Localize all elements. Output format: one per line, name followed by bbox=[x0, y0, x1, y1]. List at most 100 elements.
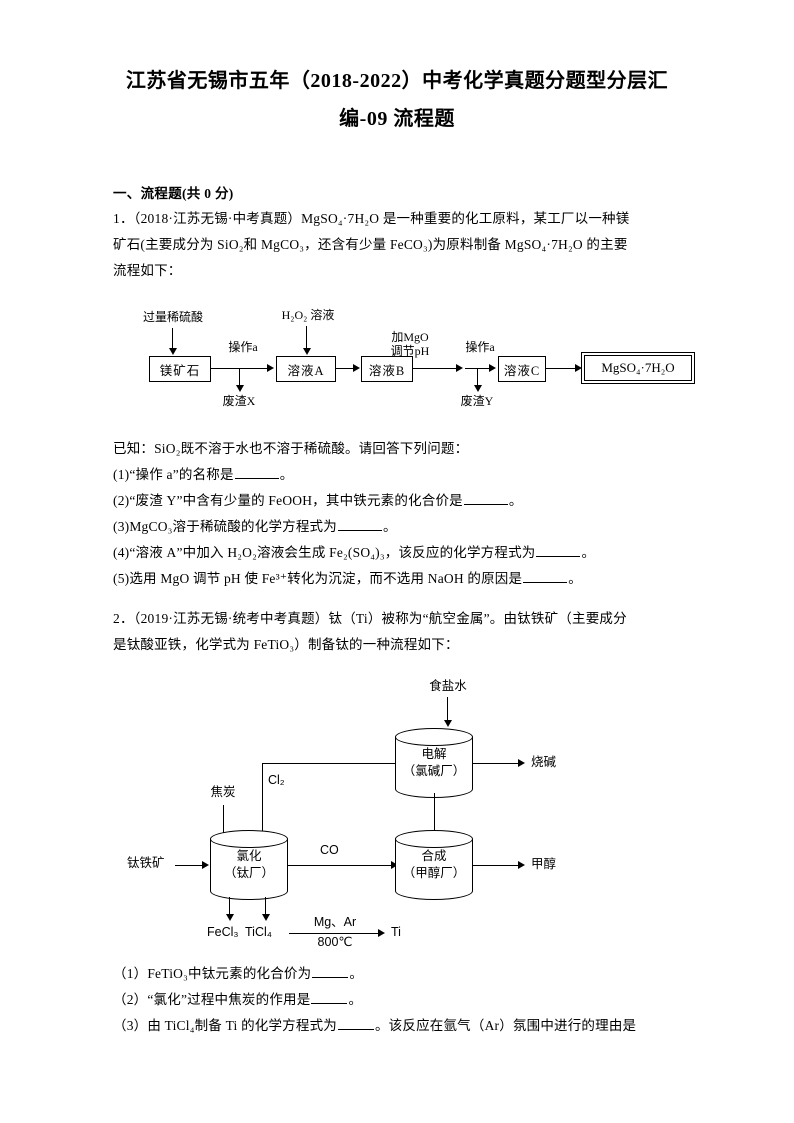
flow1-arrowhead-wastey bbox=[474, 385, 482, 392]
flow1-arrowhead-ore-to-sola bbox=[267, 364, 274, 372]
flow2-arrowhead-ticl4 bbox=[262, 914, 270, 921]
flow1-waste-x: 废渣X bbox=[222, 394, 256, 408]
flow2-label-caustic: 烧碱 bbox=[531, 755, 557, 769]
flow1-box-product: MgSO₄·7H₂O bbox=[584, 355, 692, 381]
flow1-arrow-h2o2-head bbox=[303, 348, 311, 355]
flow1-arrow-acid-line bbox=[172, 328, 173, 349]
flow2-unit-synthesis: 合成 （甲醇厂） bbox=[395, 830, 473, 900]
answer-blank[interactable] bbox=[523, 569, 568, 583]
answer-blank[interactable] bbox=[234, 465, 279, 479]
flow2-arrowhead-methanol bbox=[518, 861, 525, 869]
question2-sub1: （1）FeTiO₃中钛元素的化合价为 。 bbox=[113, 961, 683, 987]
flow1-arrow-h2o2-line bbox=[306, 326, 307, 349]
flow1-box-solution-c: 溶液C bbox=[498, 356, 546, 382]
flow1-arrow-acid-head bbox=[169, 348, 177, 355]
flow2-label-ore: 钛铁矿 bbox=[127, 856, 165, 870]
question1-sub3: (3)MgCO₃溶于稀硫酸的化学方程式为。 bbox=[113, 514, 683, 540]
question2-sub2: （2）“氯化”过程中焦炭的作用是。 bbox=[113, 987, 683, 1013]
question2-stem-line1: 2．（2019·江苏无锡·统考中考真题）钛（Ti）被称为“航空金属”。由钛铁矿（… bbox=[113, 611, 627, 626]
flow2-unit-synthesis-text: 合成 （甲醇厂） bbox=[395, 848, 473, 882]
flow2-arrowhead-ore bbox=[202, 861, 209, 869]
answer-blank[interactable] bbox=[463, 491, 508, 505]
question1-stem-line3: 流程如下： bbox=[113, 263, 182, 278]
cylinder-top bbox=[395, 728, 473, 746]
flow1-line-wastey bbox=[477, 368, 478, 386]
question1-sub1-text: (1)“操作 a”的名称是 bbox=[113, 467, 234, 482]
flow1-input-acid: 过量稀硫酸 bbox=[142, 310, 203, 324]
flow1-arrowhead-wastex bbox=[236, 385, 244, 392]
flow2-label-coke: 焦炭 bbox=[210, 785, 236, 799]
question1-sub2-text: (2)“废渣 Y”中含有少量的 FeOOH，其中铁元素的化合价是 bbox=[113, 493, 463, 508]
flow2-unit-chlorination-line2: （钛厂） bbox=[223, 866, 274, 880]
flow1-box-solution-a: 溶液A bbox=[276, 356, 336, 382]
page-title-line2: 编-09 流程题 bbox=[339, 108, 455, 130]
flow2-line-methanol bbox=[473, 865, 519, 866]
flow2-line-co bbox=[288, 865, 392, 866]
flow2-unit-chlorination-text: 氯化 （钛厂） bbox=[210, 848, 288, 882]
question2-stem: 2．（2019·江苏无锡·统考中考真题）钛（Ti）被称为“航空金属”。由钛铁矿（… bbox=[113, 606, 683, 658]
flow1-operation-a-2: 操作a bbox=[465, 340, 495, 354]
question1-flowchart: 过量稀硫酸 H₂O₂ 溶液 加MgO 调节pH 镁矿石 溶液A 溶液B 溶液C … bbox=[113, 300, 693, 420]
flow1-box-solution-b: 溶液B bbox=[361, 356, 413, 382]
answer-blank[interactable] bbox=[311, 990, 348, 1004]
flow2-label-temperature: 800℃ bbox=[317, 935, 353, 949]
page-title: 江苏省无锡市五年（2018-2022）中考化学真题分题型分层汇 编-09 流程题 bbox=[113, 62, 681, 138]
flow2-arrowhead-reaction bbox=[378, 929, 385, 937]
period: 。 bbox=[382, 519, 397, 534]
answer-blank[interactable] bbox=[312, 964, 349, 978]
flow2-line-coke bbox=[223, 805, 224, 841]
flow2-unit-electrolysis-line1: 电解 bbox=[421, 747, 447, 761]
flow1-input-h2o2: H₂O₂ 溶液 bbox=[281, 308, 335, 322]
cylinder-top bbox=[210, 830, 288, 848]
question1-stem: 1．（2018·江苏无锡·中考真题）MgSO₄·7H₂O 是一种重要的化工原料，… bbox=[113, 206, 683, 284]
flow2-label-titanium: Ti bbox=[391, 925, 401, 939]
question1-stem-line1: 1．（2018·江苏无锡·中考真题）MgSO₄·7H₂O 是一种重要的化工原料，… bbox=[113, 211, 630, 226]
flow2-label-ticl4: TiCl₄ bbox=[245, 925, 272, 939]
period: 。 bbox=[279, 467, 294, 482]
question1-stem-line2: 矿石(主要成分为 SiO₂和 MgCO₃，还含有少量 FeCO₃)为原料制备 M… bbox=[113, 237, 628, 252]
flow2-label-reagents: Mg、Ar bbox=[313, 915, 357, 929]
flow2-unit-electrolysis: 电解 （氯碱厂） bbox=[395, 728, 473, 798]
flow2-label-methanol: 甲醇 bbox=[531, 857, 557, 871]
flow2-label-fecl3: FeCl₃ bbox=[207, 925, 239, 939]
question2-stem-line2: 是钛酸亚铁，化学式为 FeTiO₃）制备钛的一种流程如下： bbox=[113, 637, 459, 652]
flow2-label-brine: 食盐水 bbox=[429, 679, 467, 693]
question1-sub4-text: (4)“溶液 A”中加入 H₂O₂溶液会生成 Fe₂(SO₄)₃，该反应的化学方… bbox=[113, 545, 536, 560]
flow1-arrowhead-opa-to-solc bbox=[489, 364, 496, 372]
flow2-unit-chlorination: 氯化 （钛厂） bbox=[210, 830, 288, 900]
flow2-arrowhead-brine bbox=[444, 720, 452, 727]
question1-sub5-text: (5)选用 MgO 调节 pH 使 Fe³⁺转化为沉淀，而不选用 NaOH 的原… bbox=[113, 571, 523, 586]
question1-sub4: (4)“溶液 A”中加入 H₂O₂溶液会生成 Fe₂(SO₄)₃，该反应的化学方… bbox=[113, 540, 683, 566]
flow2-arrowhead-fecl3 bbox=[226, 914, 234, 921]
flow1-operation-a-1: 操作a bbox=[228, 340, 258, 354]
flow1-arrowhead-sola-to-solb bbox=[353, 364, 360, 372]
flow2-unit-synthesis-line1: 合成 bbox=[421, 849, 447, 863]
flow2-line-cl2-horizontal bbox=[262, 763, 396, 764]
flow1-line-sola-to-solb bbox=[335, 368, 354, 369]
question2-sub3-tail: 。该反应在氩气（Ar）氛围中进行的理由是 bbox=[374, 1018, 637, 1033]
question1-sub1: (1)“操作 a”的名称是 。 bbox=[113, 462, 683, 488]
flow1-waste-y: 废渣Y bbox=[460, 394, 494, 408]
period: 。 bbox=[348, 992, 363, 1007]
flow1-arrowhead-solc-to-product bbox=[575, 364, 582, 372]
answer-blank[interactable] bbox=[536, 543, 581, 557]
question2-sub3-text: （3）由 TiCl₄制备 Ti 的化学方程式为 bbox=[113, 1018, 337, 1033]
question2-sub1-text: （1）FeTiO₃中钛元素的化合价为 bbox=[113, 966, 312, 981]
answer-blank[interactable] bbox=[337, 517, 382, 531]
question1-known-line: 已知：SiO₂既不溶于水也不溶于稀硫酸。请回答下列问题： bbox=[113, 436, 683, 462]
answer-blank[interactable] bbox=[337, 1016, 374, 1030]
flow2-label-co: CO bbox=[320, 843, 339, 857]
question2-flowchart: 食盐水 电解 （氯碱厂） 烧碱 Cl₂ 焦炭 bbox=[113, 675, 693, 950]
question1-known: 已知：SiO₂既不溶于水也不溶于稀硫酸。请回答下列问题： bbox=[113, 441, 469, 456]
flow1-input-mgo-line2: 调节pH bbox=[390, 344, 430, 358]
flow2-arrowhead-co bbox=[391, 861, 398, 869]
flow1-input-mgo: 加MgO 调节pH bbox=[375, 330, 445, 358]
flow1-line-wastex bbox=[239, 368, 240, 386]
flow2-line-reaction bbox=[289, 933, 379, 934]
period: 。 bbox=[349, 966, 364, 981]
flow2-unit-electrolysis-line2: （氯碱厂） bbox=[402, 764, 466, 778]
section-heading: 一、流程题(共 0 分) bbox=[113, 186, 234, 201]
flow2-line-ticl4 bbox=[265, 897, 266, 915]
flow2-unit-chlorination-line1: 氯化 bbox=[236, 849, 262, 863]
flow1-arrowhead-solb-to-opa bbox=[456, 364, 463, 372]
